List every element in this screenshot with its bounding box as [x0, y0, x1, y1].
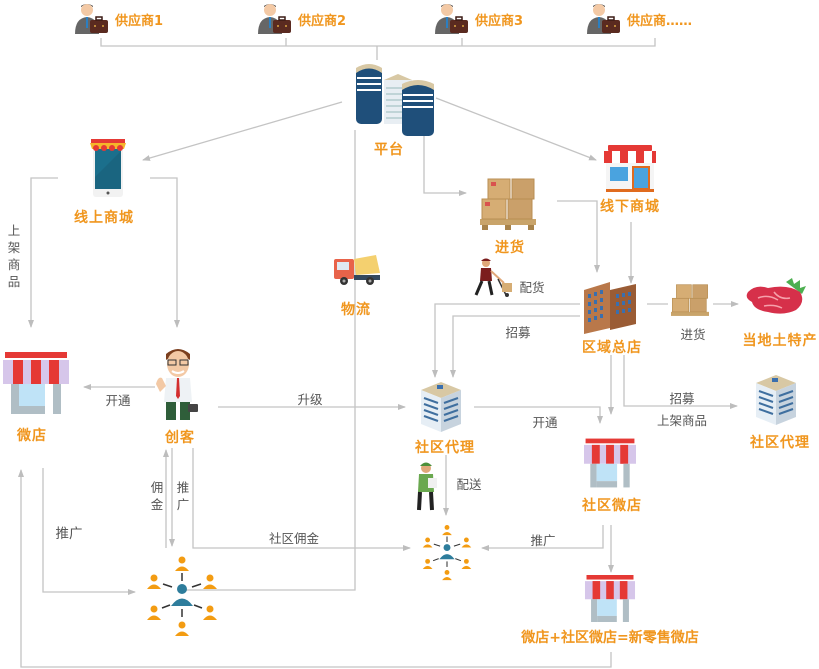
supplier-label: 供应商……	[627, 14, 693, 29]
promote-left-label: 推广	[55, 526, 83, 542]
people-network-icon	[143, 551, 221, 641]
purchase-label: 进货	[495, 240, 525, 256]
bottom-loop-arrow	[18, 469, 612, 668]
delivery-truck-icon	[332, 253, 382, 293]
purchase-to-regional-hq-arrow	[557, 200, 600, 273]
businessman-briefcase-icon	[255, 2, 295, 38]
office-tower-icon	[752, 373, 800, 429]
apartment-building-icon	[580, 280, 640, 340]
community-agent-label: 社区代理	[415, 440, 475, 456]
platform-logistics-line	[182, 130, 356, 591]
recruit-right-label: 招募	[669, 391, 695, 406]
meat-steak-icon	[744, 278, 808, 322]
community-store-promote-arrow	[481, 525, 604, 551]
purchase-small-label: 进货	[680, 327, 706, 342]
upgrade-label: 升级	[297, 392, 323, 407]
platform-to-online-mall-arrow	[142, 101, 343, 161]
open-left-label: 开通	[105, 393, 131, 408]
regional-hq-to-agent-arrow-1	[432, 303, 580, 378]
courier-handtruck-icon	[470, 257, 516, 303]
platform-to-offline-mall-arrow	[435, 97, 597, 161]
supplier-label: 供应商2	[298, 14, 347, 29]
online-mall-label: 线上商城	[74, 210, 134, 226]
regional-hq-label: 区域总店	[582, 340, 642, 356]
community-commission-arrow	[192, 448, 411, 551]
businessman-briefcase-icon	[432, 2, 472, 38]
online-mall-to-maker-arrow	[150, 177, 180, 328]
promote-right-label: 推广	[530, 533, 556, 548]
deliver-label: 配送	[456, 477, 482, 492]
platform-label: 平台	[374, 142, 404, 158]
platform-to-purchase-arrow	[423, 135, 467, 196]
cardboard-boxes-pallet-icon	[667, 282, 713, 324]
maker-label: 创客	[165, 430, 195, 446]
open-mid-label: 开通	[532, 415, 558, 430]
supplier-label: 供应商1	[115, 14, 164, 29]
community-commission-label: 社区佣金	[268, 531, 320, 546]
storefront-awning-icon	[584, 575, 636, 626]
promote-vertical-label: 推广	[176, 480, 190, 512]
cardboard-boxes-pallet-icon	[476, 175, 540, 235]
micro-store-promote-arrow	[42, 468, 136, 595]
regional-hq-to-agent-arrow-2	[450, 315, 580, 378]
delivery-man-icon	[414, 460, 442, 516]
shop-storefront-icon	[602, 143, 658, 197]
office-tower-icon	[417, 380, 465, 436]
logistics-label: 物流	[341, 302, 371, 318]
community-store-label: 社区微店	[582, 498, 642, 514]
supplier-label: 供应商3	[475, 14, 524, 29]
storefront-awning-icon	[3, 352, 69, 418]
supplier-bus-line	[100, 38, 656, 47]
list-goods-right-label: 上架商品	[656, 413, 708, 428]
new-retail-store-label: 微店+社区微店=新零售微店	[521, 630, 699, 646]
people-network-icon	[420, 521, 474, 585]
micro-store-label: 微店	[17, 428, 47, 444]
online-mall-to-micro-store-arrow	[28, 177, 58, 328]
local-specialty-label: 当地土特产	[742, 333, 818, 349]
commission-vertical-label: 佣金	[150, 480, 164, 512]
distribute-goods-label: 配货	[519, 280, 545, 295]
businessman-thumbs-up-icon	[154, 346, 200, 426]
office-buildings-icon	[354, 60, 438, 142]
community-agent-2-label: 社区代理	[750, 435, 810, 451]
businessman-briefcase-icon	[584, 2, 624, 38]
regional-hq-to-agent-2-arrow	[623, 355, 738, 409]
list-goods-vertical-label: 上架商品	[7, 223, 21, 289]
smartphone-shop-icon	[87, 137, 129, 201]
storefront-awning-icon	[584, 438, 636, 492]
agent-to-community-store-arrow	[474, 406, 603, 424]
offline-mall-label: 线下商城	[600, 199, 660, 215]
recruit-left-label: 招募	[505, 325, 531, 340]
businessman-briefcase-icon	[72, 2, 112, 38]
